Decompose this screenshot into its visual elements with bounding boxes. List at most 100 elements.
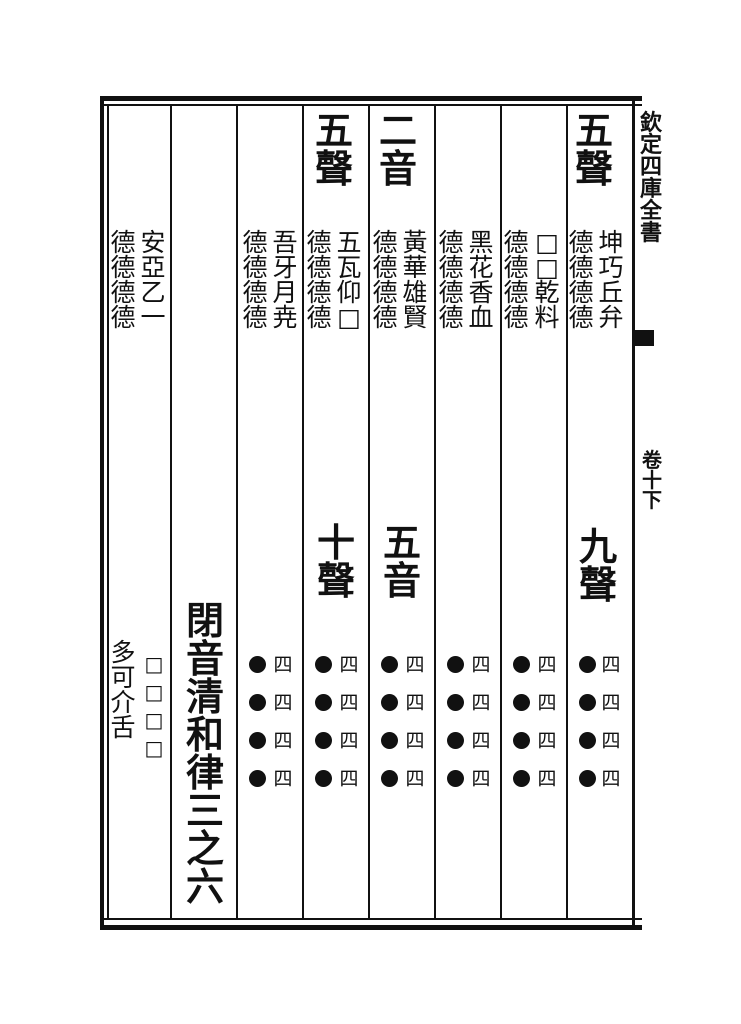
c4-text-right: 黃華雄賢 — [402, 230, 428, 330]
glyph: 德 — [306, 253, 332, 282]
notation-dot — [512, 732, 530, 749]
glyph: 德 — [242, 228, 268, 257]
glyph: 六 — [185, 864, 224, 909]
glyph: 亞 — [140, 253, 166, 282]
glyph: 吾 — [272, 228, 298, 257]
notation-dot — [380, 656, 398, 673]
column-divider — [368, 106, 370, 918]
c1-dots — [578, 650, 596, 802]
c1-header-mid: 九聲 — [576, 528, 620, 604]
c3-text-left: 德德德德 — [438, 230, 464, 330]
c1-text-right: 坤巧丘弁 — [598, 230, 624, 330]
glyph: 五 — [336, 228, 362, 257]
glyph: 之 — [185, 826, 224, 871]
glyph: 十 — [642, 468, 662, 492]
notation-dot — [578, 770, 596, 787]
glyph: 仰 — [336, 278, 362, 307]
glyph: 五 — [314, 108, 353, 153]
glyph: 德 — [306, 303, 332, 332]
c5-header-top: 五聲 — [312, 112, 356, 188]
glyph: 華 — [402, 253, 428, 282]
notation-dot — [512, 694, 530, 711]
c4-dots — [380, 650, 398, 802]
glyph: 德 — [372, 278, 398, 307]
pu-glyph: 四 — [471, 692, 491, 714]
c5-text-right: 五瓦仰□ — [336, 230, 362, 330]
glyph: 庫 — [639, 176, 662, 202]
pu-glyph: 四 — [601, 692, 621, 714]
pu-glyph: 四 — [273, 768, 293, 790]
pu-glyph: 四 — [339, 768, 359, 790]
pu-glyph: 四 — [537, 730, 557, 752]
glyph: 血 — [468, 303, 494, 332]
glyph: 德 — [438, 278, 464, 307]
left-border-inner — [107, 106, 109, 920]
pu-glyph: 四 — [273, 730, 293, 752]
pu-glyph: 四 — [601, 768, 621, 790]
glyph: 雄 — [402, 278, 428, 307]
glyph: 德 — [503, 228, 529, 257]
glyph: 欽 — [639, 110, 662, 136]
c1-header-top: 五聲 — [572, 112, 616, 188]
glyph: 德 — [110, 278, 136, 307]
glyph: 德 — [110, 303, 136, 332]
c2-text-left: 德德德德 — [503, 230, 529, 330]
margin-juan: 卷十下 — [640, 450, 664, 510]
glyph: 弁 — [598, 303, 624, 332]
notation-dot — [248, 732, 266, 749]
glyph: 全 — [639, 198, 662, 224]
column-divider — [302, 106, 304, 918]
side-title: 閉音清和律三之六 — [182, 602, 228, 906]
pu-glyph: 四 — [471, 768, 491, 790]
notation-dot — [512, 770, 530, 787]
column-divider — [434, 106, 436, 918]
glyph: 賢 — [402, 303, 428, 332]
pu-glyph: 四 — [601, 730, 621, 752]
c2-dots — [512, 650, 530, 802]
c3-pu-notation: 四四四四 — [470, 650, 492, 802]
glyph: 下 — [642, 488, 662, 512]
notation-dot — [248, 770, 266, 787]
glyph: 德 — [438, 253, 464, 282]
last-bottom-left: 多可介舌 — [110, 640, 136, 740]
glyph: 德 — [110, 253, 136, 282]
c4-text-left: 德德德德 — [372, 230, 398, 330]
pu-glyph: 四 — [339, 730, 359, 752]
glyph: 閉 — [185, 598, 224, 643]
glyph: □ — [535, 253, 559, 282]
glyph: 德 — [503, 278, 529, 307]
glyph: 月 — [272, 278, 298, 307]
glyph: 德 — [438, 303, 464, 332]
glyph: □ — [144, 708, 164, 732]
glyph: 二 — [378, 108, 417, 153]
glyph: 黃 — [402, 228, 428, 257]
last-bottom-right: □□□□ — [143, 650, 165, 762]
notation-dot — [314, 732, 332, 749]
glyph: □ — [535, 228, 559, 257]
glyph: 乙 — [140, 278, 166, 307]
c3-dots — [446, 650, 464, 802]
top-border — [100, 96, 642, 101]
notation-dot — [578, 732, 596, 749]
notation-dot — [314, 770, 332, 787]
notation-dot — [446, 770, 464, 787]
glyph: 聲 — [316, 558, 355, 603]
pu-glyph: 四 — [405, 730, 425, 752]
pu-glyph: 四 — [273, 692, 293, 714]
c4-header-mid: 五音 — [380, 524, 424, 600]
bottom-border-thin — [100, 918, 642, 920]
glyph: 德 — [568, 253, 594, 282]
c3-text-right: 黑花香血 — [468, 230, 494, 330]
glyph: 德 — [438, 228, 464, 257]
glyph: 五 — [574, 108, 613, 153]
notation-dot — [248, 694, 266, 711]
glyph: 德 — [306, 228, 332, 257]
glyph: 巧 — [598, 253, 624, 282]
glyph: 書 — [639, 220, 662, 246]
notation-dot — [446, 732, 464, 749]
glyph: 尭 — [272, 303, 298, 332]
glyph: 三 — [185, 788, 224, 833]
glyph: 德 — [242, 253, 268, 282]
pu-glyph: 四 — [471, 730, 491, 752]
pu-glyph: 四 — [601, 654, 621, 676]
